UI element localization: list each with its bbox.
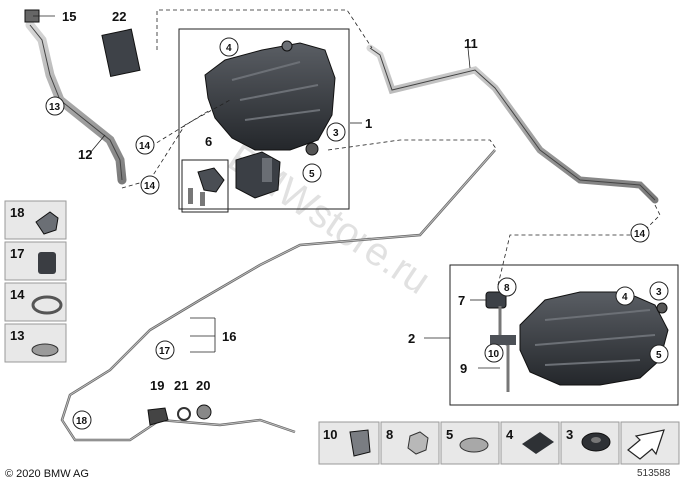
svg-text:4: 4 [506,427,514,442]
side-legend-item-14[interactable]: 14 [4,282,67,322]
callout-16: 16 [222,329,236,344]
copyright-text: © 2020 BMW AG [5,468,89,480]
bottom-legend: 10 8 5 4 3 [318,421,680,465]
callout-4a: 4 [219,37,239,57]
bottom-legend-item-3[interactable]: 3 [560,421,620,465]
valve-assembly[interactable] [188,151,281,206]
diagram-number: 513588 [637,468,671,479]
callout-20: 20 [196,378,210,393]
callout-17-circle: 17 [155,340,175,360]
connection-lines [121,9,661,286]
vent-pipe-11[interactable] [366,44,659,204]
pad-icon [522,432,554,454]
svg-text:4: 4 [226,43,232,54]
bottom-legend-item-8[interactable]: 8 [380,421,440,465]
svg-text:3: 3 [656,287,662,298]
svg-text:8: 8 [386,427,393,442]
side-legend-item-17[interactable]: 17 [4,241,67,281]
svg-text:14: 14 [10,287,25,302]
callout-18-circle: 18 [72,410,92,430]
fuel-line-16[interactable] [60,149,496,442]
bracket-clip-icon [35,211,59,235]
bottom-legend-item-arrow[interactable] [620,421,680,465]
callout-2: 2 [408,331,415,346]
svg-text:3: 3 [333,128,339,139]
side-legend-item-13[interactable]: 13 [4,323,67,363]
control-unit-22[interactable] [101,28,141,78]
svg-text:18: 18 [10,205,24,220]
svg-text:14: 14 [144,181,156,192]
callout-5a: 5 [302,163,322,183]
callout-12: 12 [78,147,92,162]
svg-text:10: 10 [488,349,500,360]
callout-1: 1 [365,116,372,131]
hose-clamp-icon [31,295,63,315]
hex-nut-icon [407,431,429,455]
callout-5b: 5 [649,344,669,364]
callout-3b: 3 [649,281,669,301]
filler-neck-12[interactable] [24,9,127,185]
group-box-6 [181,159,229,213]
callout-8: 8 [497,277,517,297]
group-box-1 [178,28,350,210]
grommet-part [305,142,319,156]
svg-text:13: 13 [10,328,24,343]
callout-11: 11 [464,36,478,51]
svg-text:10: 10 [323,427,337,442]
callout-7: 7 [458,293,465,308]
clip-icon [349,429,371,457]
svg-text:3: 3 [566,427,573,442]
callout-6: 6 [205,134,212,149]
callout-15: 15 [62,9,76,24]
svg-text:5: 5 [309,169,315,180]
callout-14a: 14 [135,135,155,155]
svg-text:17: 17 [159,346,171,357]
sensor-assembly[interactable] [485,291,516,392]
group-box-2 [449,264,679,406]
callout-21: 21 [174,378,188,393]
side-legend-item-18[interactable]: 18 [4,200,67,240]
svg-text:18: 18 [76,416,88,427]
callout-14c: 14 [630,223,650,243]
hose-clamp-block-icon [38,252,56,274]
callout-3a: 3 [326,122,346,142]
arrow-icon [627,429,665,460]
nut-washer-icon [31,343,59,357]
svg-text:8: 8 [504,283,510,294]
svg-text:14: 14 [139,141,151,152]
fuel-tank-right[interactable] [519,291,669,386]
bottom-legend-item-10[interactable]: 10 [318,421,380,465]
callout-13-circle: 13 [45,96,65,116]
callout-14b: 14 [140,175,160,195]
svg-text:13: 13 [49,102,61,113]
callout-19: 19 [150,378,164,393]
bottom-legend-item-4[interactable]: 4 [500,421,560,465]
callout-9: 9 [460,361,467,376]
svg-text:4: 4 [622,292,628,303]
svg-text:5: 5 [656,350,662,361]
svg-text:5: 5 [446,427,453,442]
svg-text:17: 17 [10,246,24,261]
collar-nut-icon [459,437,489,453]
side-legend: 18 17 14 13 [4,200,67,363]
fuel-tank-top[interactable] [204,40,336,151]
svg-text:14: 14 [634,229,646,240]
callout-22: 22 [112,9,126,24]
leader-lines [33,15,500,369]
callout-10: 10 [484,343,504,363]
connector-19-21-20[interactable] [147,404,212,426]
callout-4b: 4 [615,286,635,306]
bottom-legend-item-5[interactable]: 5 [440,421,500,465]
